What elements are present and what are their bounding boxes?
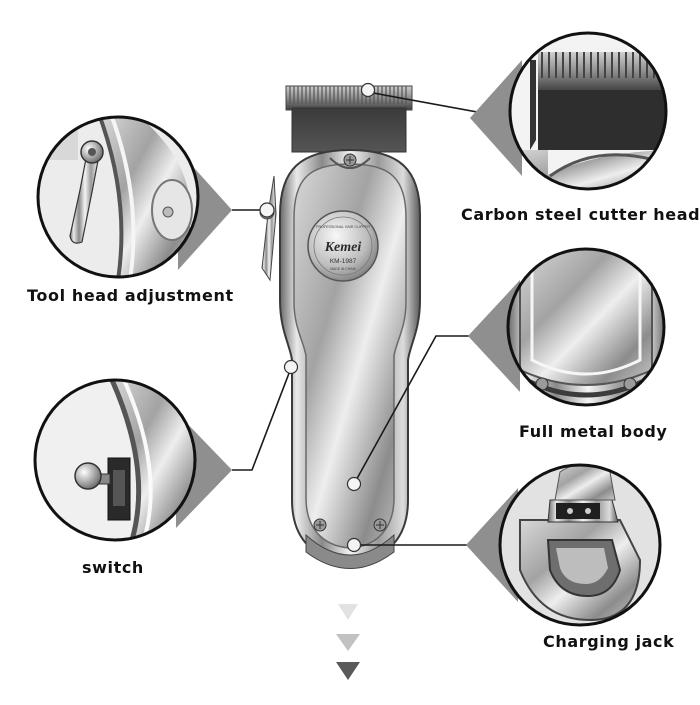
body-closeup xyxy=(506,247,666,407)
brand-name: Kemei xyxy=(324,240,362,255)
brand-model: KM-1987 xyxy=(330,258,357,265)
leader-dots xyxy=(259,82,376,553)
down-arrow-icon xyxy=(336,662,360,680)
label-tool-head-adjustment: Tool head adjustment xyxy=(27,286,234,305)
label-switch: switch xyxy=(82,558,144,577)
down-arrow-icon xyxy=(338,604,358,620)
brand-origin-text: MADE IN CHINA xyxy=(330,267,356,271)
lever-closeup xyxy=(36,115,200,279)
label-charging-jack: Charging jack xyxy=(543,632,675,651)
brand-ring-text: PROFESSIONAL HAIR CLIPPER xyxy=(316,225,370,229)
label-cutter-head: Carbon steel cutter head xyxy=(461,205,700,224)
clipper-product: Kemei KM-1987 PROFESSIONAL HAIR CLIPPER … xyxy=(259,85,421,569)
clipper-blade xyxy=(285,85,413,153)
switch-closeup xyxy=(33,378,197,542)
label-full-metal-body: Full metal body xyxy=(519,422,668,441)
charging-jack-closeup xyxy=(498,463,662,627)
brand-badge: Kemei KM-1987 PROFESSIONAL HAIR CLIPPER … xyxy=(307,210,379,282)
down-arrows xyxy=(336,604,360,680)
down-arrow-icon xyxy=(336,634,360,651)
cutter-head-closeup xyxy=(508,31,668,191)
